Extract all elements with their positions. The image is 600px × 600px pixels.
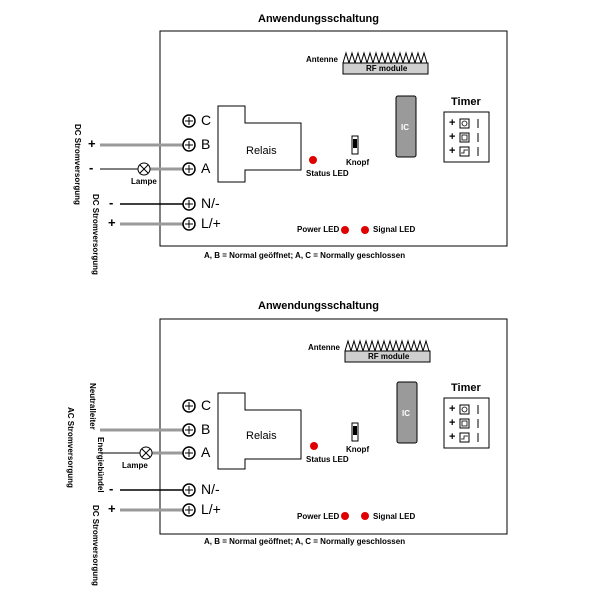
- relay-label: Relais: [246, 145, 277, 157]
- minus-relay-sign: -: [89, 160, 94, 175]
- diagram-title: Anwendungsschaltung: [258, 300, 379, 312]
- timer-plus-1: +: [449, 403, 456, 415]
- antenna-label: Antenne: [306, 55, 338, 64]
- ic-label: IC: [401, 123, 409, 132]
- timer-box: [443, 397, 490, 449]
- antenna-coil: [344, 339, 430, 353]
- knopf-label: Knopf: [346, 158, 370, 167]
- controller-board: [159, 318, 508, 535]
- terminal-a-icon: [182, 446, 196, 460]
- rf-module-label: RF module: [368, 352, 410, 361]
- rf-module: [342, 62, 429, 75]
- terminal-n-label: N/-: [201, 195, 220, 211]
- terminal-c-label: C: [201, 112, 212, 128]
- power-led-label: Power LED: [297, 512, 340, 521]
- ic-label: IC: [402, 409, 410, 418]
- timer-row-2: [459, 418, 479, 429]
- lamp-icon: [137, 162, 151, 176]
- terminal-b-icon: [182, 138, 196, 152]
- plus-relay-sign: +: [88, 136, 96, 151]
- terminal-n-label: N/-: [201, 481, 220, 497]
- terminal-c-icon: [182, 114, 196, 128]
- rf-module-label: RF module: [366, 64, 408, 73]
- ic-chip: [396, 381, 418, 444]
- power-led-label: Power LED: [297, 225, 340, 234]
- timer-plus-3: +: [449, 431, 456, 443]
- timer-reset-icon: [459, 418, 470, 429]
- terminal-n-icon: [182, 483, 196, 497]
- terminal-a-label: A: [201, 160, 211, 176]
- terminal-c-label: C: [201, 397, 212, 413]
- timer-clock-icon: [459, 404, 470, 415]
- minus-power-sign: -: [109, 195, 114, 210]
- relay-label: Relais: [246, 430, 277, 442]
- terminal-b-label: B: [201, 136, 211, 152]
- terminal-a-label: A: [201, 444, 211, 460]
- plus-power-sign: +: [108, 215, 116, 230]
- relay-block: [217, 105, 302, 183]
- terminal-l-icon: [182, 503, 196, 517]
- timer-row-3: [459, 432, 479, 443]
- timer-row-2: [459, 132, 479, 143]
- timer-plus-2: +: [449, 131, 456, 143]
- supply-relay-label: DC Stromversorgung: [73, 124, 82, 205]
- controller-board: [159, 30, 508, 247]
- status-led: [309, 156, 317, 164]
- signal-led-label: Signal LED: [373, 225, 416, 234]
- terminal-l-icon: [182, 217, 196, 231]
- timer-step-icon: [459, 146, 470, 157]
- timer-box: [443, 111, 490, 163]
- power-led: [341, 512, 349, 520]
- timer-row-1: [459, 404, 479, 415]
- wiring-svg: [100, 318, 508, 535]
- status-led-label: Status LED: [306, 169, 349, 178]
- status-led-label: Status LED: [306, 455, 349, 464]
- supply-power-label: DC Stromversorgung: [91, 505, 100, 586]
- lamp-label: Lampe: [122, 461, 148, 470]
- timer-clock-icon: [459, 118, 470, 129]
- contact-note: A, B = Normal geöffnet; A, C = Normally …: [204, 251, 406, 260]
- timer-reset-icon: [459, 132, 470, 143]
- knopf-label: Knopf: [346, 445, 370, 454]
- timer-plus-1: +: [449, 117, 456, 129]
- terminal-b-label: B: [201, 421, 211, 437]
- lamp-label: Lampe: [131, 177, 157, 186]
- lamp-icon: [139, 446, 153, 460]
- terminal-b-icon: [182, 423, 196, 437]
- signal-led-label: Signal LED: [373, 512, 416, 521]
- terminal-l-label: L/+: [201, 501, 221, 517]
- rf-module: [344, 350, 431, 363]
- status-led: [310, 442, 318, 450]
- terminal-c-icon: [182, 399, 196, 413]
- relay-block: [217, 392, 302, 470]
- timer-plus-3: +: [449, 145, 456, 157]
- energy-label: Energiebündel: [96, 437, 105, 493]
- supply-relay-label: AC Stromversorgung: [66, 407, 75, 488]
- minus-power-sign: -: [109, 481, 114, 496]
- timer-title: Timer: [451, 382, 481, 394]
- diagram-ac: Anwendungsschaltung Antenne RF module IC…: [0, 289, 600, 589]
- terminal-l-label: L/+: [201, 215, 221, 231]
- antenna-coil: [342, 51, 428, 65]
- timer-step-icon: [459, 432, 470, 443]
- contact-note: A, B = Normal geöffnet; A, C = Normally …: [204, 537, 406, 546]
- ic-chip: [395, 95, 417, 158]
- timer-row-3: [459, 146, 479, 157]
- power-led: [341, 226, 349, 234]
- neutral-label: Neutralleiter: [88, 383, 97, 430]
- signal-led: [361, 226, 369, 234]
- timer-row-1: [459, 118, 479, 129]
- diagram-title: Anwendungsschaltung: [258, 13, 379, 25]
- timer-plus-2: +: [449, 417, 456, 429]
- wiring-svg: [100, 30, 508, 247]
- terminal-a-icon: [182, 162, 196, 176]
- diagram-dc: Anwendungsschaltung Antenne RF module IC…: [73, 13, 508, 275]
- supply-power-label: DC Stromversorgung: [91, 194, 100, 275]
- plus-power-sign: +: [108, 501, 116, 516]
- signal-led: [361, 512, 369, 520]
- antenna-label: Antenne: [308, 343, 340, 352]
- terminal-n-icon: [182, 197, 196, 211]
- timer-title: Timer: [451, 96, 481, 108]
